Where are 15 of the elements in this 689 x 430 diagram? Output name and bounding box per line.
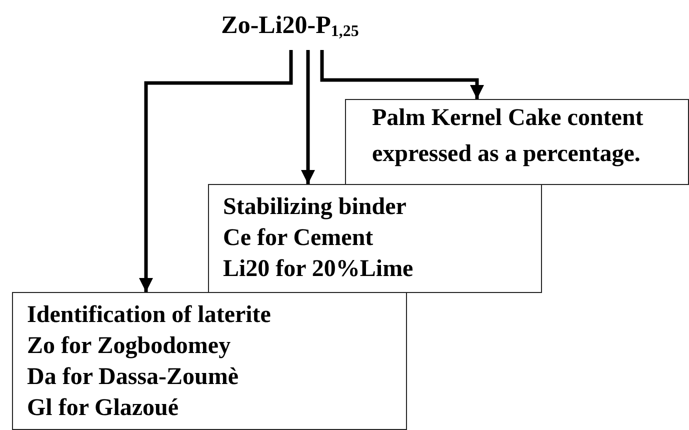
- label-box: [208, 184, 542, 293]
- label-box: [12, 292, 407, 430]
- box-text: Stabilizing binder: [223, 193, 408, 222]
- code-label: Zo-Li20-P$_{1,25}$: [220, 12, 360, 41]
- arrow: [139, 50, 293, 292]
- box-text: Li20 for 20%Lime: [223, 255, 414, 284]
- box-text: Identification of laterite: [27, 301, 272, 330]
- box-text: Da for Dassa-Zoumè: [27, 363, 240, 392]
- arrow: [320, 50, 484, 99]
- box-text: Gl for Glazoué: [27, 394, 180, 423]
- label-box: [345, 99, 689, 185]
- box-text: Zo for Zogbodomey: [27, 332, 232, 361]
- box-text: Palm Kernel Cake content expressed as a percentage.: [372, 104, 644, 169]
- arrow: [301, 50, 315, 184]
- box-text: Ce for Cement: [223, 224, 374, 253]
